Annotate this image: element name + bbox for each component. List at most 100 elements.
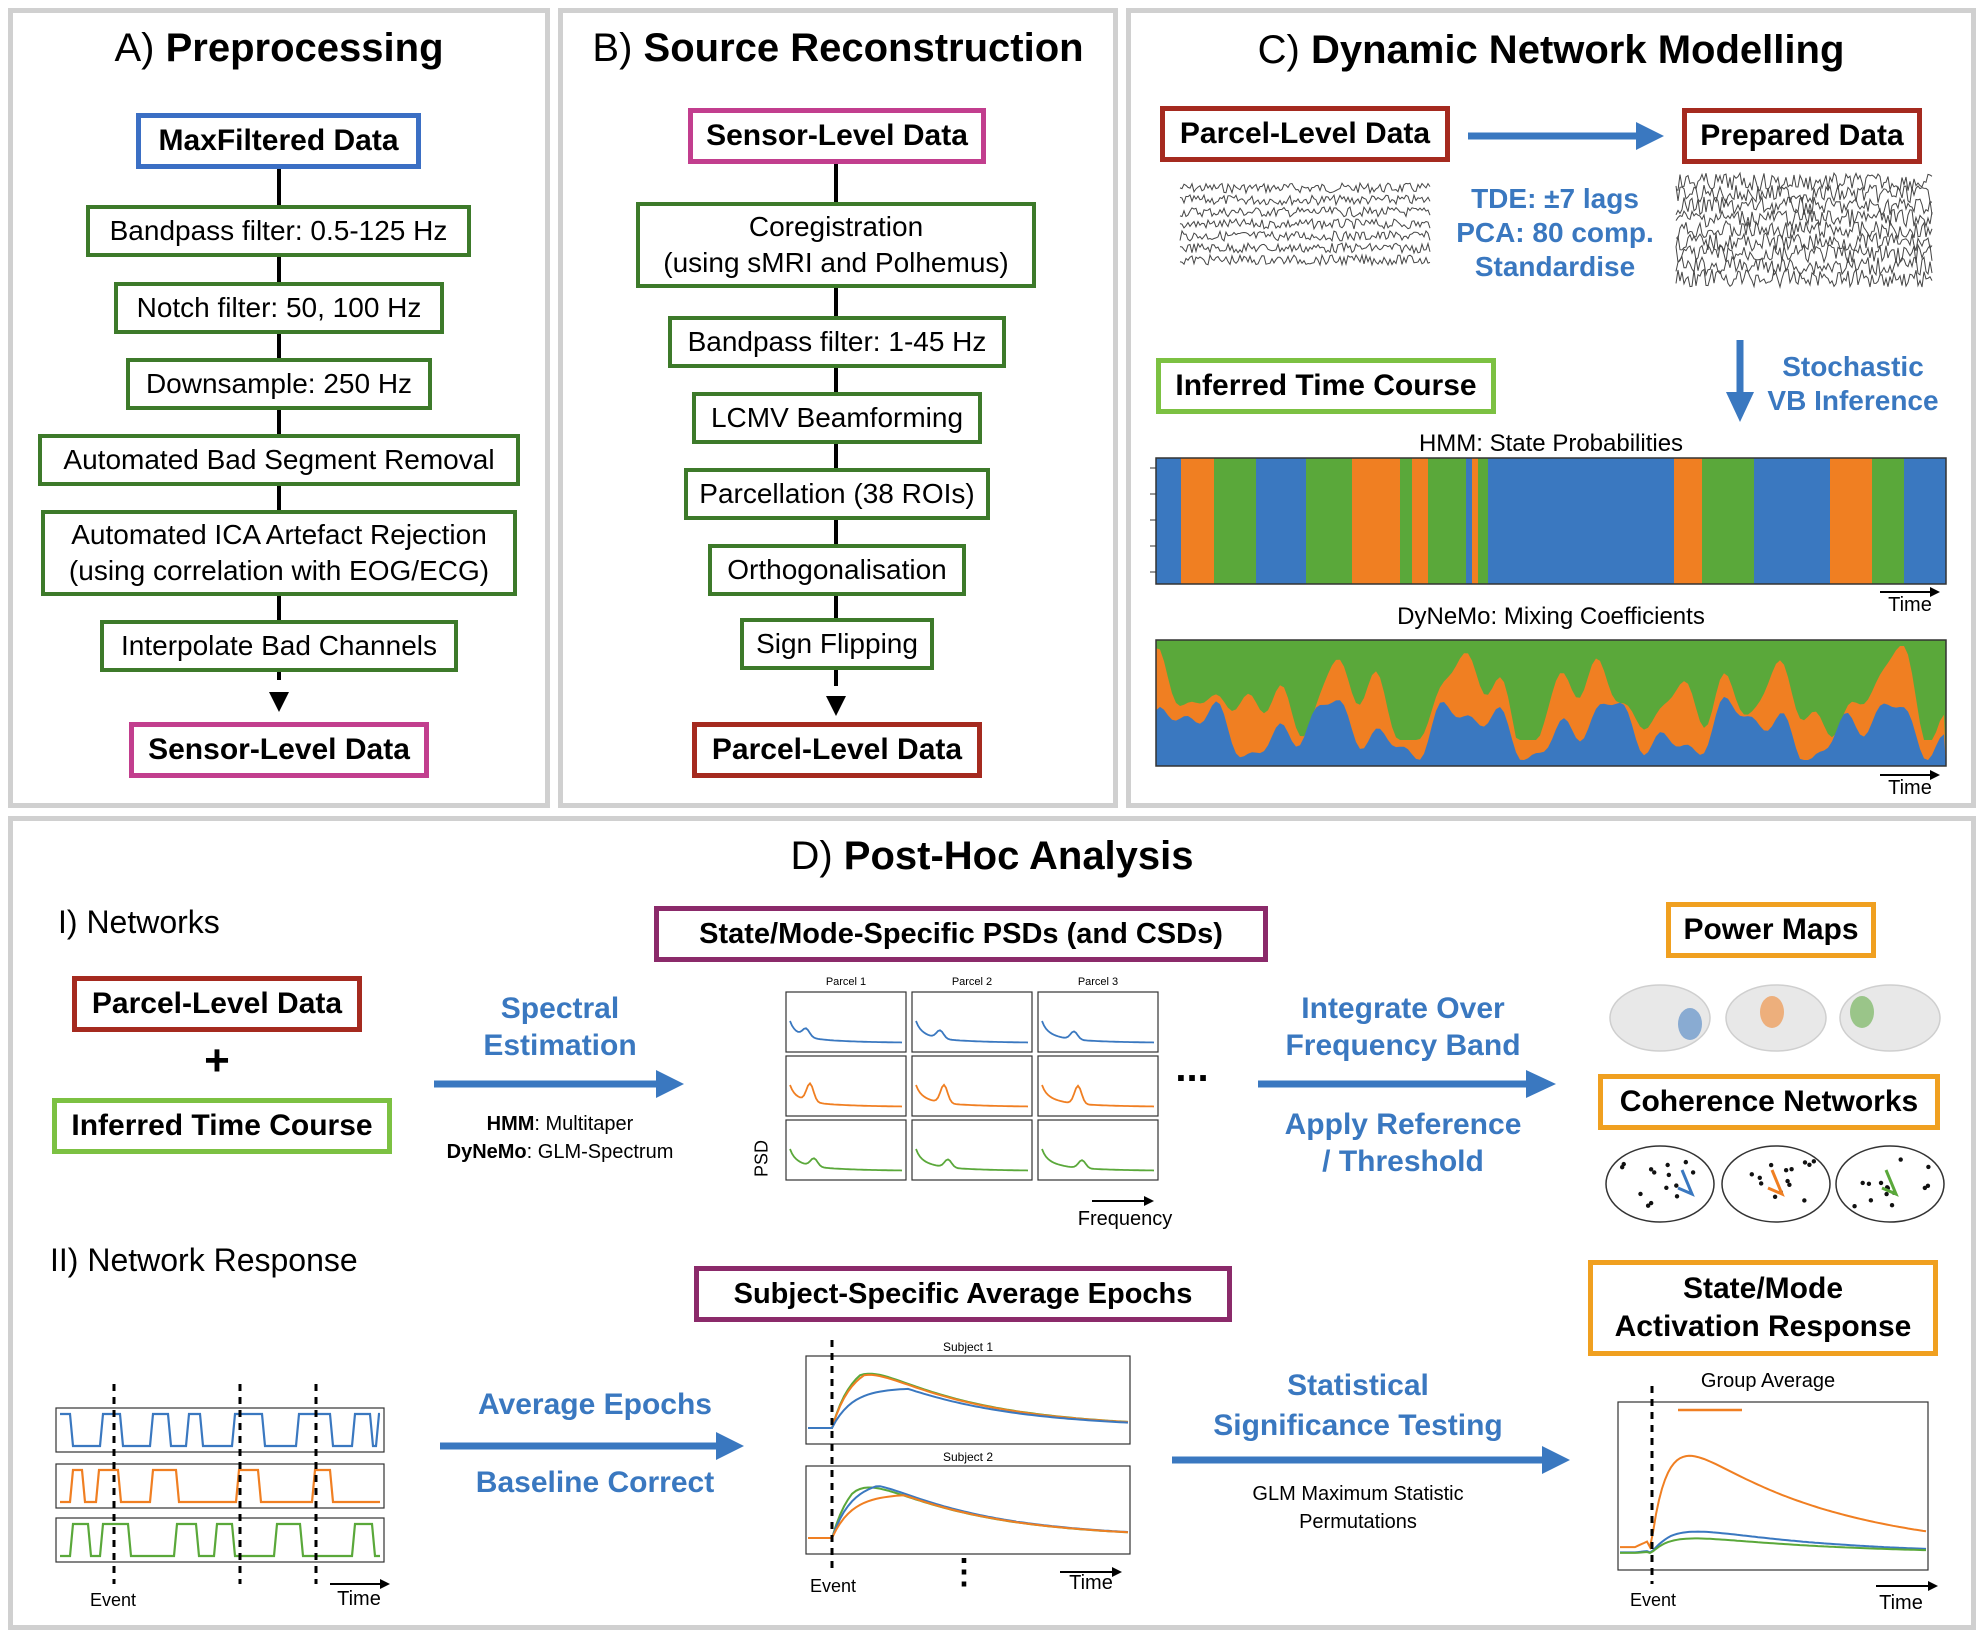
more-parcels-ellipsis: ... xyxy=(1175,1046,1209,1090)
hmm-state-band xyxy=(1478,458,1488,584)
group-time-label: Time xyxy=(1879,1592,1923,1614)
power-map-highlight xyxy=(1850,996,1874,1028)
raw-trace-5 xyxy=(1179,241,1431,255)
sensor-level-output-box: Sensor-Level Data xyxy=(129,722,429,778)
bandpass-step: Bandpass filter: 0.5-125 Hz xyxy=(86,205,471,257)
dynemo-title: DyNeMo: Mixing Coefficients xyxy=(1397,603,1705,630)
psd-curve xyxy=(1041,1148,1155,1172)
epochs-time-label: Time xyxy=(1069,1572,1113,1594)
d-inferred-time-course-box: Inferred Time Course xyxy=(52,1098,392,1154)
baseline-correct-text: Baseline Correct xyxy=(475,1466,715,1499)
coregistration-line1: Coregistration xyxy=(748,211,924,242)
inference-text: Stochastic VB Inference xyxy=(1767,351,1939,416)
coherence-node xyxy=(1674,1183,1679,1188)
d-parcel-level-box: Parcel-Level Data xyxy=(72,976,362,1032)
itc-trace xyxy=(60,1468,380,1504)
coherence-edge xyxy=(1767,1169,1785,1197)
hmm-state-band xyxy=(1412,458,1428,584)
hmm-state-band xyxy=(1400,458,1412,584)
prepared-trace-0 xyxy=(1675,171,1933,192)
activation-response-box: State/Mode Activation Response xyxy=(1588,1260,1938,1356)
raw-signal-traces xyxy=(1179,181,1431,267)
group-curve xyxy=(1620,1530,1927,1554)
subject-epoch-plots xyxy=(805,1340,1131,1572)
psd-box: State/Mode-Specific PSDs (and CSDs) xyxy=(654,906,1268,962)
coherence-node xyxy=(1866,1181,1872,1187)
coherence-node xyxy=(1772,1194,1778,1199)
brain-maps xyxy=(1605,984,1945,1223)
hmm-state-band xyxy=(1214,458,1256,584)
psd-curve xyxy=(789,1081,903,1108)
coherence-brain xyxy=(1605,1145,1715,1223)
epoch-panel xyxy=(805,1465,1131,1555)
subject1-title: Subject 1 xyxy=(942,1340,994,1354)
hmm-state-band xyxy=(1472,458,1478,584)
coherence-node xyxy=(1652,1170,1657,1175)
raw-trace-3 xyxy=(1179,217,1431,231)
coregistration-step: Coregistration (using sMRI and Polhemus) xyxy=(636,202,1036,288)
coherence-node xyxy=(1690,1170,1696,1175)
epochs-event-label: Event xyxy=(809,1576,857,1596)
hmm-state-band xyxy=(1872,458,1904,584)
orthogonalisation-step: Orthogonalisation xyxy=(708,544,966,596)
inferred-time-course-plots xyxy=(55,1384,385,1584)
coherence-node xyxy=(1878,1180,1884,1186)
panel-b-title: B) Source Reconstruction xyxy=(592,26,1084,70)
coherence-node xyxy=(1621,1161,1626,1167)
notch-step: Notch filter: 50, 100 Hz xyxy=(114,282,444,334)
more-subjects-ellipsis: ⋮ xyxy=(947,1553,981,1591)
sensor-level-input-box: Sensor-Level Data xyxy=(688,108,986,164)
prepared-trace-1 xyxy=(1675,183,1933,205)
ica-step-line1: Automated ICA Artefact Rejection xyxy=(71,519,487,550)
coherence-node xyxy=(1802,1198,1807,1203)
prepared-trace-8 xyxy=(1675,267,1933,289)
coherence-node xyxy=(1922,1185,1928,1191)
ica-step-line2: (using correlation with EOG/ECG) xyxy=(68,555,490,586)
power-map-highlight xyxy=(1678,1008,1702,1040)
parcel-level-output-box: Parcel-Level Data xyxy=(692,722,982,778)
psd-plot-grid xyxy=(785,991,1159,1181)
coherence-edge xyxy=(1677,1169,1695,1197)
prepared-trace-4 xyxy=(1675,219,1933,241)
coherence-node xyxy=(1645,1203,1651,1208)
prepared-trace-3 xyxy=(1675,207,1933,229)
psd-curve xyxy=(915,1148,1029,1172)
coherence-node xyxy=(1674,1194,1680,1199)
dynemo-mixing-plot xyxy=(1155,639,1947,767)
coherence-node xyxy=(1749,1172,1755,1177)
psd-curve xyxy=(915,1083,1029,1108)
subject2-title: Subject 2 xyxy=(942,1450,994,1464)
bandpass-b-step: Bandpass filter: 1-45 Hz xyxy=(668,316,1006,368)
hmm-title: HMM: State Probabilities xyxy=(1418,430,1684,457)
coherence-node xyxy=(1664,1185,1669,1190)
downsample-step: Downsample: 250 Hz xyxy=(126,358,432,410)
networks-label: I) Networks xyxy=(58,904,220,940)
psd-curve xyxy=(1041,1020,1155,1044)
parcellation-step: Parcellation (38 ROIs) xyxy=(684,468,990,520)
coregistration-line2: (using sMRI and Polhemus) xyxy=(663,247,1009,278)
group-panel xyxy=(1617,1401,1929,1571)
psd-parcel3-title: Parcel 3 xyxy=(1077,976,1119,988)
prep-steps-text: TDE: ±7 lags PCA: 80 comp. Standardise xyxy=(1456,183,1654,282)
coherence-node xyxy=(1807,1162,1812,1167)
itc-panel xyxy=(55,1517,385,1563)
epoch-curve xyxy=(808,1387,1129,1429)
epoch-curve xyxy=(808,1494,1129,1539)
coherence-node xyxy=(1638,1191,1643,1197)
coherence-node xyxy=(1757,1175,1762,1181)
prepared-signal-traces xyxy=(1675,171,1933,289)
coherence-brain xyxy=(1835,1145,1945,1223)
subject-epochs-box: Subject-Specific Average Epochs xyxy=(694,1266,1232,1322)
psd-parcel1-title: Parcel 1 xyxy=(825,976,867,988)
coherence-node xyxy=(1665,1162,1670,1168)
group-curve xyxy=(1620,1537,1926,1554)
prepared-trace-6 xyxy=(1675,243,1933,264)
coherence-node xyxy=(1860,1180,1865,1186)
raw-trace-2 xyxy=(1179,205,1431,218)
coherence-node xyxy=(1758,1181,1764,1186)
coherence-node xyxy=(1889,1203,1895,1208)
coherence-node xyxy=(1683,1159,1689,1165)
panel-d-title: D) Post-Hoc Analysis xyxy=(790,834,1194,878)
panel-c-title: C) Dynamic Network Modelling xyxy=(1257,28,1845,72)
hmm-state-band xyxy=(1306,458,1352,584)
